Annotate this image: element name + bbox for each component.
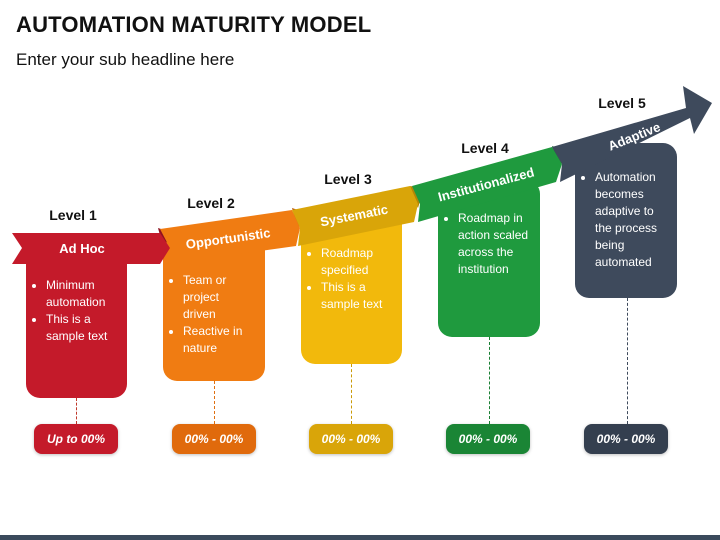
level-1-card: Minimum automation This is a sample text bbox=[26, 240, 127, 398]
level-2-connector bbox=[214, 381, 215, 424]
level-5-card: Automation becomes adaptive to the proce… bbox=[575, 143, 677, 298]
level-1-heading: Level 1 bbox=[49, 207, 97, 223]
level-4-connector bbox=[489, 337, 490, 424]
ribbon-segment-ad-hoc bbox=[12, 233, 170, 264]
level-5-heading: Level 5 bbox=[598, 95, 646, 111]
level-2-heading: Level 2 bbox=[187, 195, 235, 211]
level-1-range-badge: Up to 00% bbox=[34, 424, 118, 454]
level-2-bullet: Team or project driven bbox=[183, 272, 255, 323]
level-2-range-badge: 00% - 00% bbox=[172, 424, 256, 454]
level-1-name: Ad Hoc bbox=[59, 241, 105, 256]
level-2-bullet: Reactive in nature bbox=[183, 323, 255, 357]
level-3-range-badge: 00% - 00% bbox=[309, 424, 393, 454]
footer-bar bbox=[0, 535, 720, 540]
ribbon-segment-adaptive bbox=[552, 86, 712, 182]
level-4-heading: Level 4 bbox=[461, 140, 509, 156]
level-1-connector bbox=[76, 398, 77, 424]
level-4-range-badge: 00% - 00% bbox=[446, 424, 530, 454]
level-5-bullet: Automation becomes adaptive to the proce… bbox=[595, 169, 667, 271]
level-5-connector bbox=[627, 298, 628, 424]
level-1-bullet: Minimum automation bbox=[46, 277, 117, 311]
ribbon-segment-institutionalized bbox=[412, 147, 562, 222]
level-3-heading: Level 3 bbox=[324, 171, 372, 187]
level-3-bullet: This is a sample text bbox=[321, 279, 392, 313]
level-3-card: Roadmap specified This is a sample text bbox=[301, 208, 402, 364]
ribbon-segment-systematic bbox=[292, 186, 418, 246]
ribbon-segment-opportunistic bbox=[160, 210, 300, 264]
level-1-bullet: This is a sample text bbox=[46, 311, 117, 345]
level-3-bullet: Roadmap specified bbox=[321, 245, 392, 279]
page-title: AUTOMATION MATURITY MODEL bbox=[16, 12, 372, 37]
page-subtitle: Enter your sub headline here bbox=[16, 50, 235, 69]
level-5-range-badge: 00% - 00% bbox=[584, 424, 668, 454]
level-3-connector bbox=[351, 364, 352, 424]
level-4-bullet: Roadmap in action scaled across the inst… bbox=[458, 210, 530, 278]
